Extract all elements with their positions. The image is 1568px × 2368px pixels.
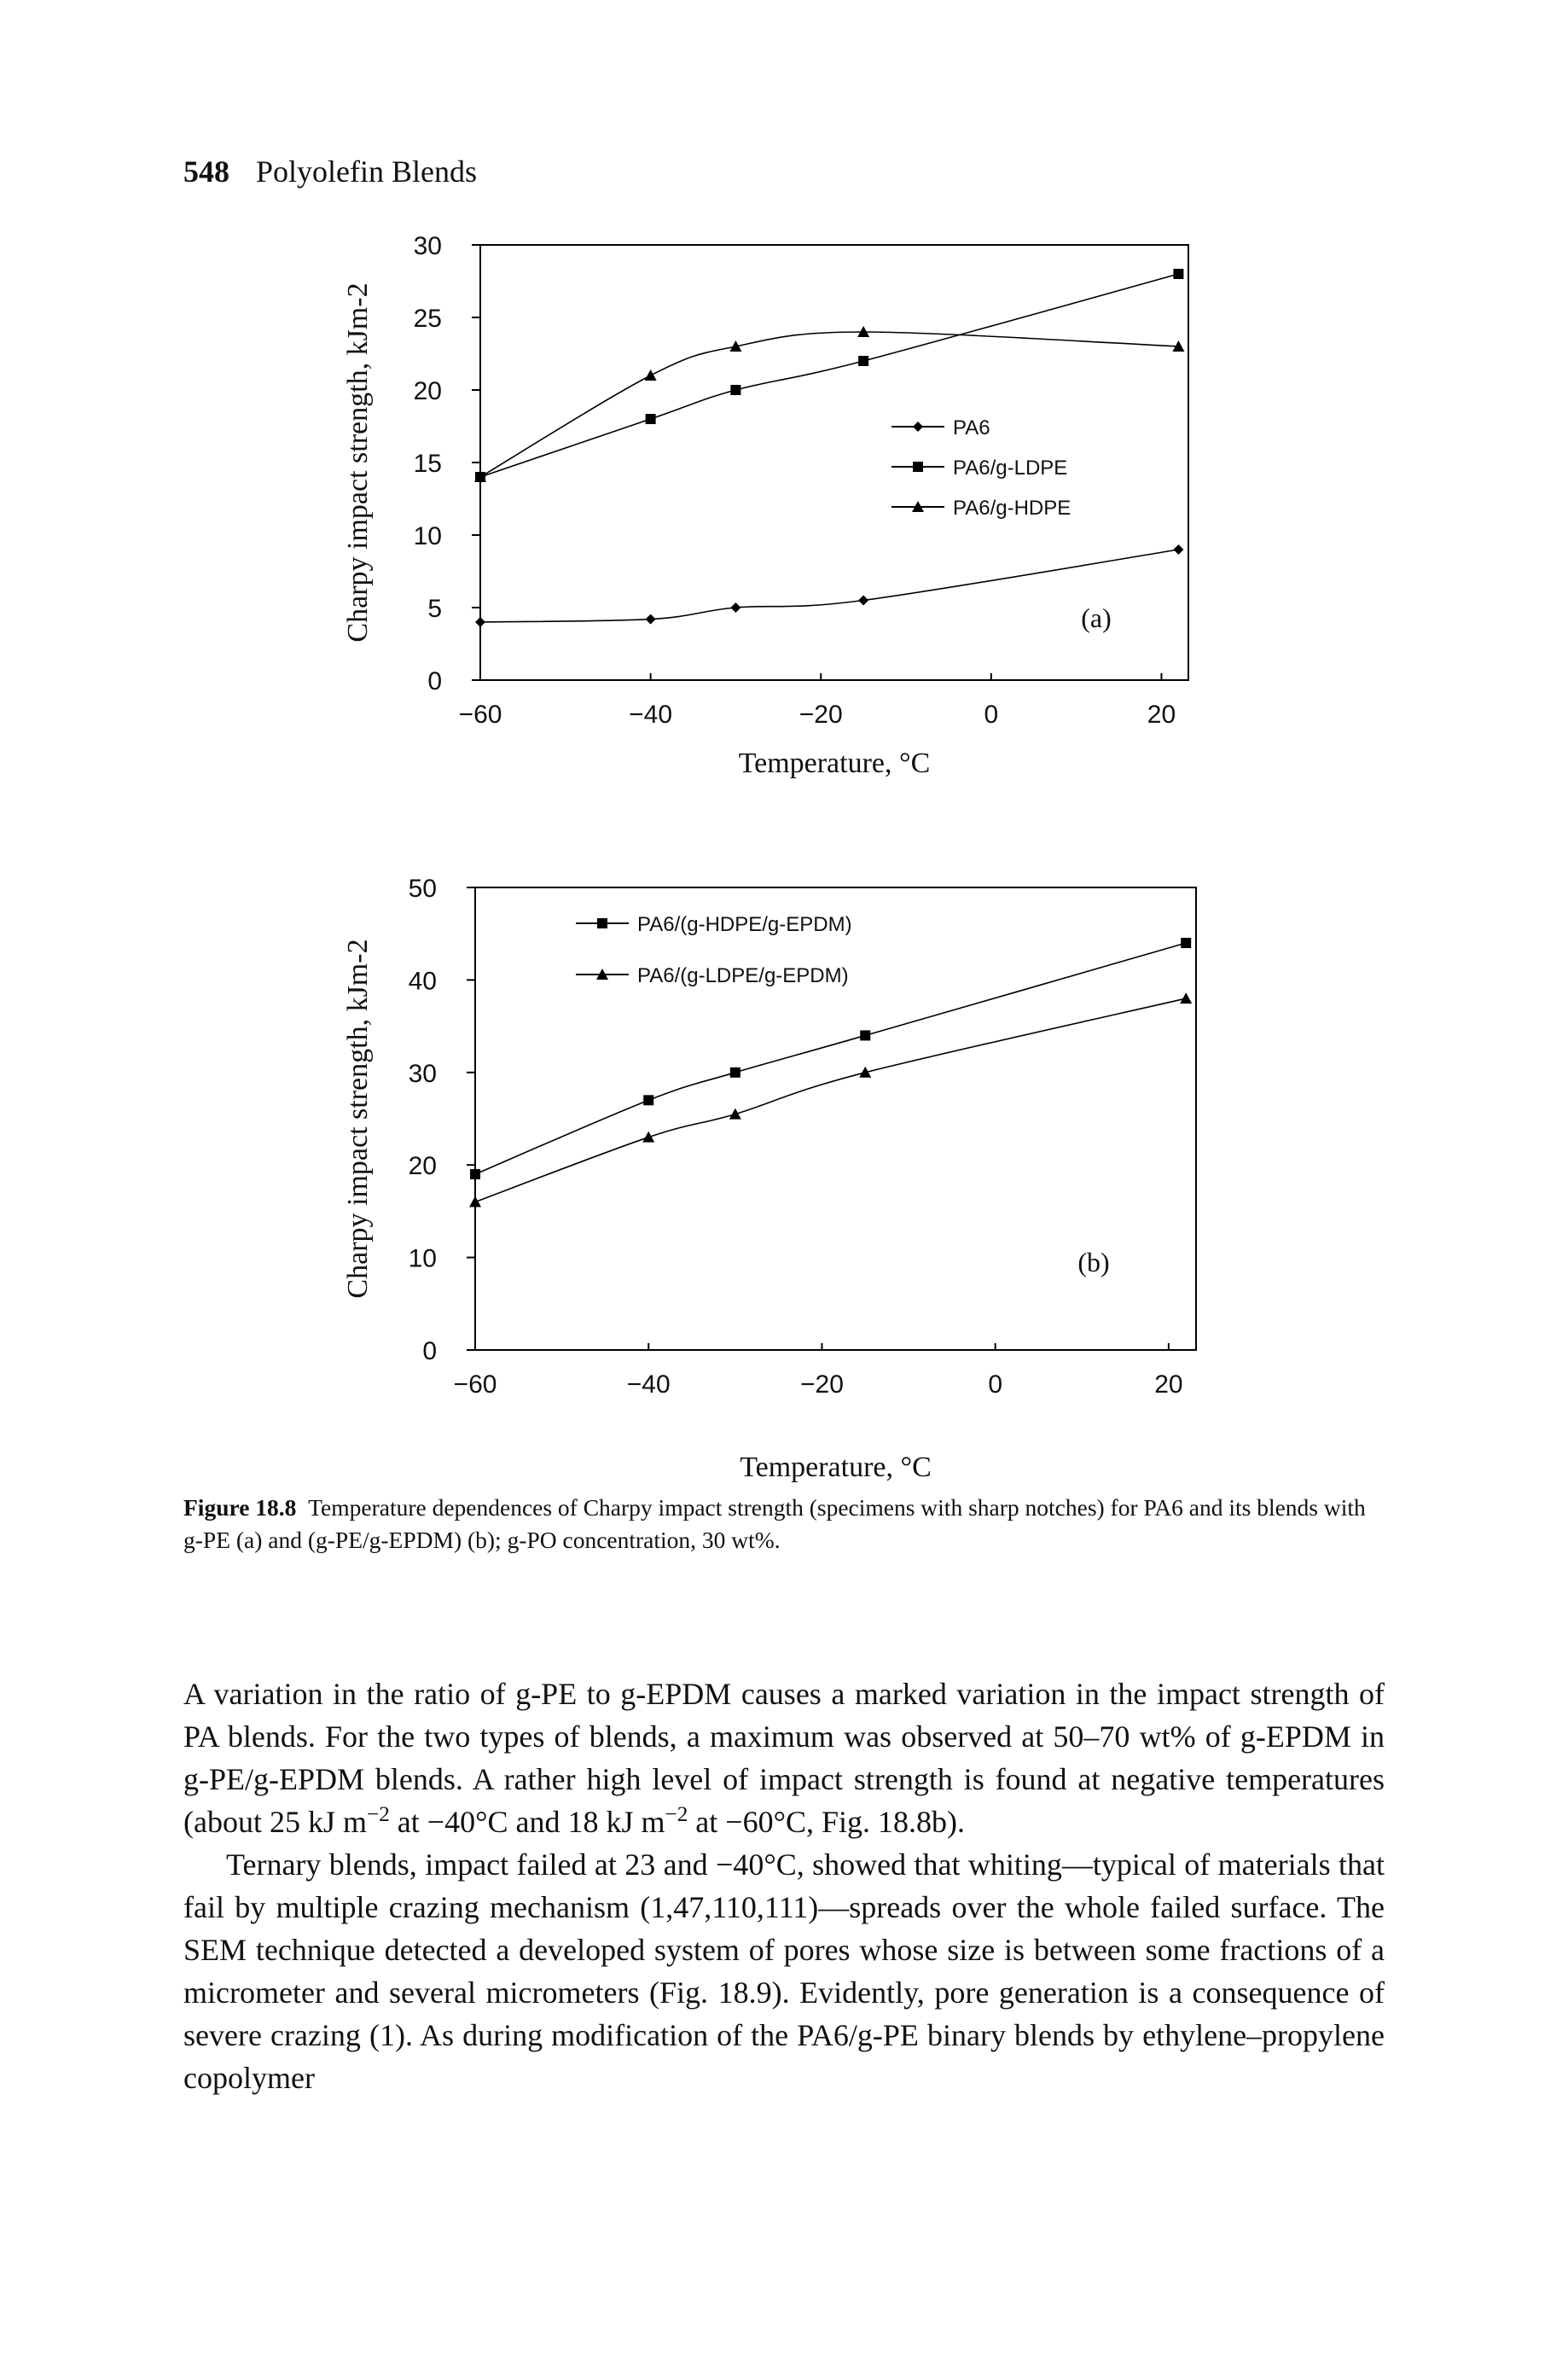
panel-b-data-point bbox=[729, 1067, 740, 1078]
panel-a-data-point bbox=[1172, 340, 1185, 352]
panel-a-legend-label: PA6/g-HDPE bbox=[953, 497, 1071, 520]
panel-a-ytick-label: 0 bbox=[427, 667, 442, 695]
panel-b-data-point bbox=[860, 1030, 871, 1041]
panel-a-ytick-label: 30 bbox=[414, 232, 442, 260]
panel-a-data-point bbox=[858, 595, 869, 606]
panel-b-ylabel: Charpy impact strength, kJm-2 bbox=[342, 939, 374, 1298]
panel-a-xlabel: Temperature, °C bbox=[739, 748, 931, 779]
panel-a-data-point bbox=[474, 471, 486, 482]
panel-b-data-point bbox=[643, 1095, 654, 1106]
panel-b-ytick-label: 30 bbox=[409, 1060, 437, 1088]
page-header: 548 Polyolefin Blends bbox=[183, 154, 477, 189]
panel-a-xtick-label: −20 bbox=[799, 701, 843, 729]
panel-b-legend-label: PA6/(g-HDPE/g-EPDM) bbox=[637, 913, 852, 936]
panel-a-legend-label: PA6/g-LDPE bbox=[953, 457, 1067, 480]
panel-a-data-point bbox=[1173, 269, 1184, 279]
panel-a-series-line bbox=[479, 331, 1179, 478]
panel-b-ytick-label: 10 bbox=[409, 1245, 437, 1273]
panel-b-ytick-label: 50 bbox=[409, 875, 437, 903]
panel-b-ytick-label: 0 bbox=[422, 1337, 437, 1365]
panel-a-data-point bbox=[729, 340, 742, 352]
panel-a-data-point bbox=[644, 369, 657, 381]
panel-a-xtick-label: 0 bbox=[984, 701, 999, 729]
panel-a-data-point bbox=[475, 617, 485, 627]
panel-a-xtick-label: −60 bbox=[459, 701, 502, 729]
panel-a-ylabel: Charpy impact strength, kJm-2 bbox=[342, 282, 374, 642]
p1-sup-1: −2 bbox=[366, 1803, 390, 1826]
panel-a-series-line bbox=[479, 549, 1179, 623]
panel-a-legend-marker bbox=[912, 501, 924, 512]
panel-b-xtick-label: −20 bbox=[800, 1370, 844, 1399]
panel-b-xtick-label: 20 bbox=[1154, 1370, 1182, 1399]
panel-a-legend-marker bbox=[913, 462, 923, 472]
panel-b-data-point bbox=[729, 1108, 741, 1120]
caption-text: Temperature dependences of Charpy impact… bbox=[183, 1494, 1366, 1553]
panel-b-data-point bbox=[469, 1196, 481, 1207]
panel-b-data-point bbox=[859, 1066, 872, 1078]
panel-a-series-line bbox=[479, 273, 1179, 478]
panel-b-legend-marker bbox=[597, 918, 607, 928]
panel-b-ytick-label: 40 bbox=[409, 967, 437, 995]
panel-a-ytick-label: 10 bbox=[414, 522, 442, 550]
panel-b-legend-label: PA6/(g-LDPE/g-EPDM) bbox=[637, 964, 849, 987]
panel-b-data-point bbox=[470, 1169, 480, 1180]
panel-a-ytick-label: 25 bbox=[414, 305, 442, 333]
panel-a-xtick-label: 20 bbox=[1147, 701, 1176, 729]
panel-a-ytick-label: 20 bbox=[414, 377, 442, 405]
panel-b-ytick-label: 20 bbox=[409, 1152, 437, 1180]
paragraph-2: Ternary blends, impact failed at 23 and … bbox=[183, 1847, 1385, 2095]
panel-a-data-point bbox=[730, 385, 741, 395]
paragraph-1: A variation in the ratio of g-PE to g-EP… bbox=[183, 1673, 1385, 1843]
panel-b-data-point bbox=[642, 1131, 655, 1143]
p1-text-c: at −60°C, Fig. 18.8b). bbox=[688, 1805, 965, 1839]
panel-b-series-line bbox=[474, 998, 1187, 1203]
panel-b-xtick-label: 0 bbox=[988, 1370, 1002, 1399]
p1-sup-2: −2 bbox=[665, 1803, 688, 1826]
panel-b-xtick-label: −60 bbox=[454, 1370, 497, 1399]
panel-a-legend-marker bbox=[913, 422, 923, 432]
panel-a-xtick-label: −40 bbox=[629, 701, 672, 729]
panel-a-data-point bbox=[645, 614, 656, 625]
panel-b-xlabel: Temperature, °C bbox=[740, 1452, 932, 1483]
p1-text-b: at −40°C and 18 kJ m bbox=[389, 1805, 665, 1839]
panel-b-series-line bbox=[474, 942, 1187, 1175]
running-title: Polyolefin Blends bbox=[256, 154, 477, 189]
panel-a-data-point bbox=[645, 414, 656, 424]
panel-a-data-point bbox=[730, 602, 741, 613]
panel-a-data-point bbox=[857, 326, 870, 337]
caption-label: Figure 18.8 bbox=[183, 1494, 297, 1521]
body-text: A variation in the ratio of g-PE to g-EP… bbox=[183, 1673, 1385, 2099]
panel-a-ytick-label: 15 bbox=[414, 450, 442, 478]
panel-a-ytick-label: 5 bbox=[427, 595, 442, 623]
panel-a-panel-label: (a) bbox=[1081, 602, 1112, 633]
panel-b-legend-marker bbox=[596, 969, 608, 980]
panel-a-legend-label: PA6 bbox=[953, 416, 990, 439]
panel-a-data-point bbox=[1173, 544, 1184, 555]
panel-b-panel-label: (b) bbox=[1077, 1247, 1109, 1277]
panel-a-data-point bbox=[858, 356, 869, 366]
panel-b-plot-frame bbox=[474, 887, 1197, 1351]
panel-b-xtick-label: −40 bbox=[627, 1370, 671, 1399]
page-number: 548 bbox=[183, 154, 229, 189]
figure-caption: Figure 18.8 Temperature dependences of C… bbox=[183, 1492, 1385, 1556]
p1-text-a: A variation in the ratio of g-PE to g-EP… bbox=[183, 1677, 1385, 1839]
panel-b-data-point bbox=[1180, 992, 1193, 1004]
panel-b-data-point bbox=[1181, 938, 1192, 949]
